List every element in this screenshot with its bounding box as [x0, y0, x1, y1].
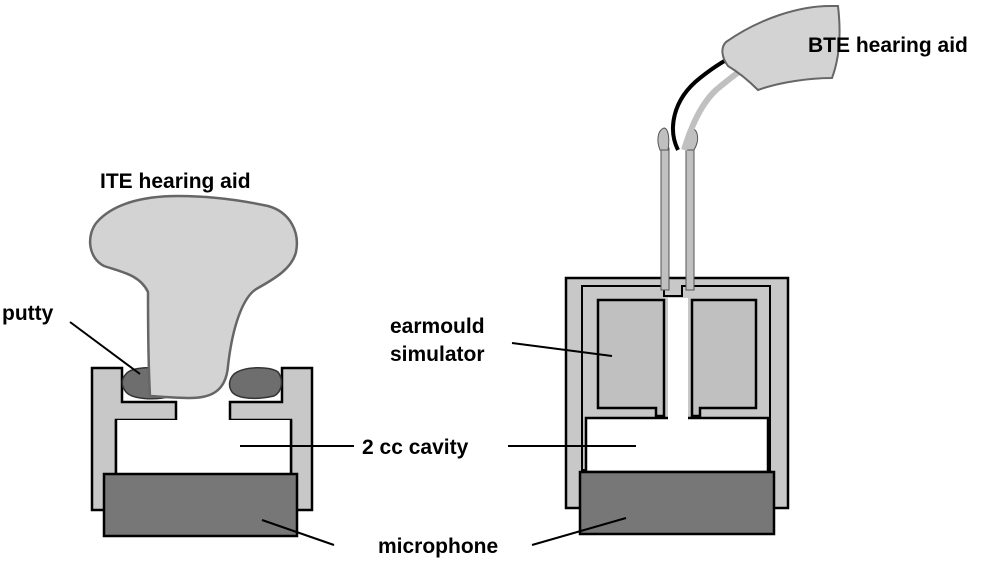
microphone-label: microphone: [378, 535, 498, 558]
leader-lines: [69, 321, 636, 546]
ite-coupler: [90, 366, 314, 538]
earmould-leader: [511, 342, 613, 357]
putty-leader: [69, 321, 141, 375]
ite-hearing-aid-shell: [88, 194, 299, 400]
bte-microphone: [578, 470, 776, 536]
earmould-label-line2: simulator: [390, 343, 485, 366]
bte-coupler: [564, 276, 790, 536]
ite-microphone: [102, 472, 299, 538]
bte-hearing-aid-body: [721, 5, 841, 92]
bte-hearing-aid-label: BTE hearing aid: [808, 34, 968, 57]
microphone-leader-left: [261, 519, 335, 546]
earmould-label-line1: earmould: [390, 315, 485, 338]
earmould-simulator-left: [596, 298, 666, 418]
cavity-label: 2 cc cavity: [362, 436, 469, 459]
bte-center-channel: [668, 298, 688, 418]
putty-right: [228, 367, 283, 400]
microphone-leader-right: [531, 517, 627, 546]
earmould-simulator-right: [690, 298, 758, 418]
bte-tubing: [657, 50, 752, 291]
putty-label: putty: [2, 302, 54, 325]
ite-hearing-aid-label: ITE hearing aid: [100, 170, 251, 193]
